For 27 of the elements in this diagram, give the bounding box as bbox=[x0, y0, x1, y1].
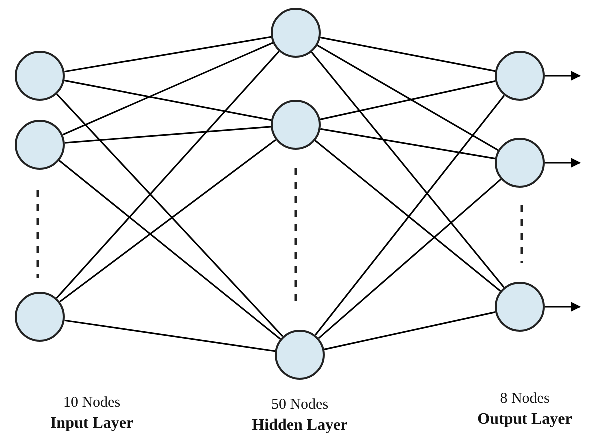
connection-line bbox=[64, 320, 276, 352]
connection-line bbox=[311, 52, 505, 288]
connection-line bbox=[60, 139, 276, 303]
node-count: 8 Nodes bbox=[500, 392, 550, 407]
connection-line bbox=[64, 80, 272, 122]
layer-name: Output Layer bbox=[478, 412, 572, 428]
connection-line bbox=[320, 128, 496, 160]
connection-line bbox=[320, 36, 496, 72]
connection-line bbox=[64, 36, 272, 73]
arrow bbox=[545, 158, 581, 168]
layer-name: Input Layer bbox=[50, 416, 134, 432]
arrow bbox=[545, 71, 581, 81]
connection-line bbox=[314, 140, 502, 292]
node-count: 10 Nodes bbox=[63, 396, 121, 411]
layer-name: Hidden Layer bbox=[252, 418, 348, 434]
connection-line bbox=[314, 95, 506, 336]
arrow bbox=[545, 302, 581, 312]
connection-line bbox=[324, 312, 496, 350]
connection-line bbox=[318, 178, 502, 340]
connection-line bbox=[56, 51, 280, 299]
connection-line bbox=[317, 44, 499, 152]
connection-line bbox=[56, 94, 284, 338]
connection-line bbox=[58, 160, 282, 340]
connection-line bbox=[320, 80, 496, 120]
connection-line bbox=[64, 126, 272, 144]
node-count: 50 Nodes bbox=[271, 398, 329, 413]
connection-line bbox=[62, 42, 274, 136]
